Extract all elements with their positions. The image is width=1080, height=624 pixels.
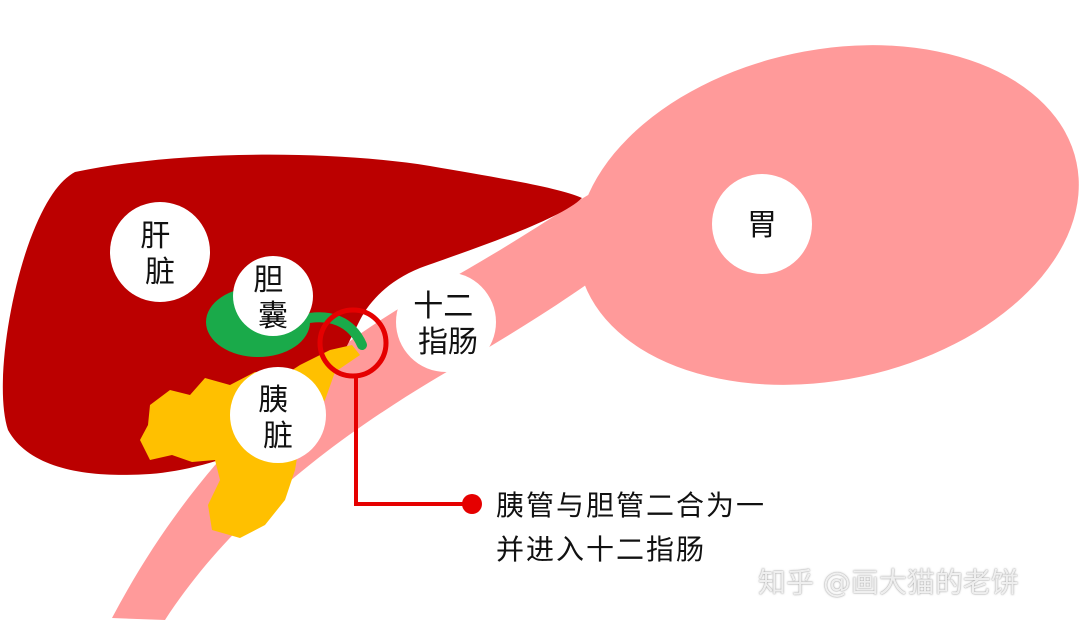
- liver-label-circle: [110, 202, 210, 302]
- stomach-label-circle: [712, 174, 812, 274]
- pancreas-label-circle: [230, 367, 326, 463]
- junction-highlight-circle: [317, 307, 389, 379]
- duodenum-label-circle: [396, 272, 496, 372]
- watermark: 知乎 @画大猫的老饼: [758, 566, 1019, 599]
- callout-leader-line: [354, 376, 470, 506]
- callout-line-1: 胰管与胆管二合为一: [496, 489, 767, 522]
- gallbladder-label-circle: [233, 256, 313, 336]
- duodenum-label: 十二 指肠: [413, 289, 483, 360]
- callout-dot: [462, 494, 482, 514]
- stomach-label: 胃: [747, 208, 777, 243]
- liver-label: 肝 脏: [140, 219, 180, 290]
- pancreas-label: 胰 脏: [258, 383, 298, 454]
- callout-line-2: 并进入十二指肠: [496, 533, 707, 566]
- gallbladder-label: 胆 囊: [253, 263, 293, 334]
- bile-duct: [295, 312, 367, 350]
- stomach-shape: [577, 45, 1079, 385]
- callout-text: 胰管与胆管二合为一 并进入十二指肠: [496, 484, 766, 572]
